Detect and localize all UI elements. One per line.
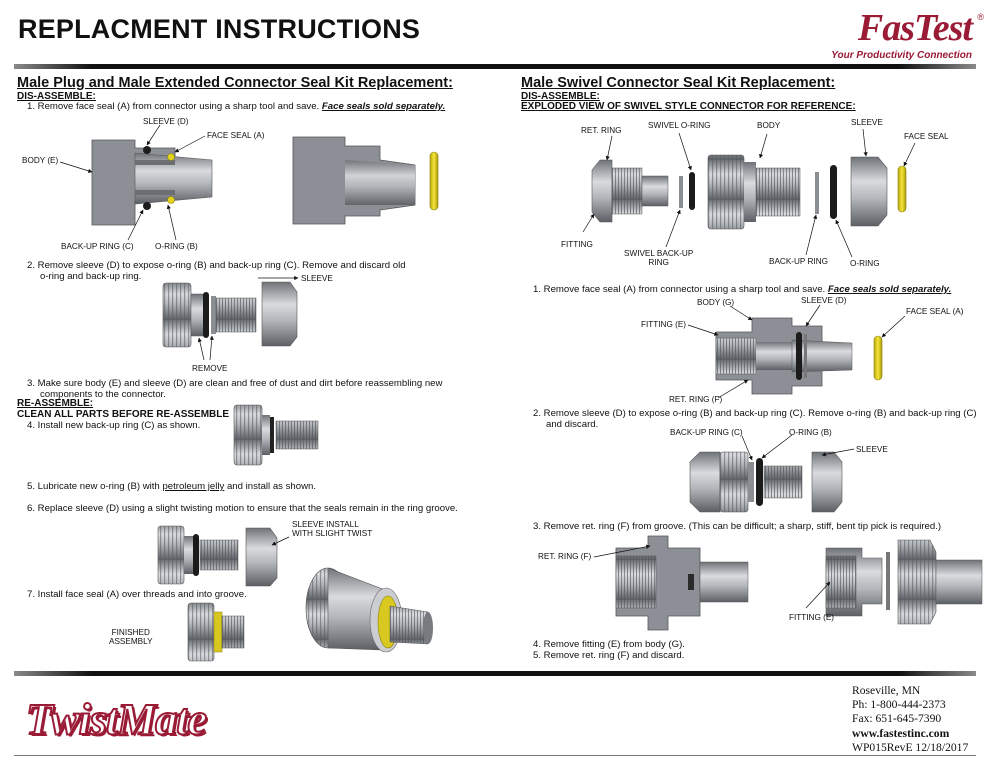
left-step-1-text: 1. Remove face seal (A) from connector u… xyxy=(27,101,322,112)
label-backup-ring-c-right: BACK-UP RING (C) xyxy=(670,428,743,437)
label-sleeve: SLEEVE xyxy=(301,274,333,283)
page-title: REPLACMENT INSTRUCTIONS xyxy=(18,14,421,44)
footer-doc-id: WP015RevE 12/18/2017 xyxy=(852,740,969,754)
label-remove: REMOVE xyxy=(192,364,228,373)
label-sleeve-d: SLEEVE (D) xyxy=(143,117,189,126)
left-step-1: 1. Remove face seal (A) from connector u… xyxy=(27,101,445,112)
footer-bottom-rule xyxy=(14,755,976,756)
right-step-3: 3. Remove ret. ring (F) from groove. (Th… xyxy=(533,521,942,532)
swivel-exploded-view xyxy=(591,154,907,230)
label-body-e: BODY (E) xyxy=(22,156,59,165)
cross-section-body xyxy=(91,139,213,226)
label-swivel-backup-ring: SWIVEL BACK-UP RING xyxy=(624,249,693,268)
fastest-registered-mark: ® xyxy=(977,12,984,22)
left-step-2-line-2: o-ring and back-up ring. xyxy=(40,271,142,283)
left-step-3-line-1: 3. Make sure body (E) and sleeve (D) are… xyxy=(27,378,443,389)
finished-assembly-view xyxy=(187,602,245,662)
label-finished-line-1: FINISHED xyxy=(111,628,150,637)
right-section-heading: Male Swivel Connector Seal Kit Replaceme… xyxy=(521,75,836,91)
label-face-seal: FACE SEAL xyxy=(904,132,949,141)
left-step-3: 3. Make sure body (E) and sleeve (D) are… xyxy=(27,378,442,400)
footer-fax: Fax: 651-645-7390 xyxy=(852,712,942,726)
label-ret-ring: RET. RING xyxy=(581,126,622,135)
label-sleeve-right: SLEEVE xyxy=(856,445,888,454)
label-ret-ring-f-step3: RET. RING (F) xyxy=(538,552,592,561)
left-disassemble-heading: DIS-ASSEMBLE: xyxy=(17,91,96,102)
sleeve-install-view xyxy=(157,525,278,587)
label-swivel-backup-line-1: SWIVEL BACK-UP xyxy=(624,249,694,258)
footer-rule xyxy=(14,671,976,676)
left-reassemble-heading: RE-ASSEMBLE: xyxy=(17,398,94,409)
label-face-seal-a: FACE SEAL (A) xyxy=(207,131,265,140)
fastest-tagline: Your Productivity Connection xyxy=(831,50,972,61)
label-swivel-backup-line-2: RING xyxy=(648,258,669,268)
right-step-1: 1. Remove face seal (A) from connector u… xyxy=(533,284,951,295)
right-exploded-note: EXPLODED VIEW OF SWIVEL STYLE CONNECTOR … xyxy=(521,101,856,112)
left-step-2: 2. Remove sleeve (D) to expose o-ring (B… xyxy=(27,260,406,282)
label-fitting-e-step3: FITTING (E) xyxy=(789,613,835,622)
right-disassemble-heading: DIS-ASSEMBLE: xyxy=(521,91,600,102)
label-fitting: FITTING xyxy=(561,240,593,249)
right-step-2-line-1: 2. Remove sleeve (D) to expose o-ring (B… xyxy=(533,408,977,419)
footer-web[interactable]: www.fastestinc.com xyxy=(852,726,950,740)
label-fitting-e: FITTING (E) xyxy=(641,320,687,329)
left-step-5: 5. Lubricate new o-ring (B) with petrole… xyxy=(27,481,316,492)
finished-assembly-3d-render xyxy=(305,567,433,653)
header-rule xyxy=(14,64,976,69)
swivel-sleeve-removed-view xyxy=(689,451,843,513)
left-step-4: 4. Install new back-up ring (C) as shown… xyxy=(27,420,201,431)
label-sleeve-install-line-1: SLEEVE INSTALL xyxy=(292,520,359,529)
label-backup-ring-c: BACK-UP RING (C) xyxy=(61,242,134,251)
label-oring: O-RING xyxy=(850,259,880,268)
ret-ring-groove-view xyxy=(615,535,749,631)
footer-phone: Ph: 1-800-444-2373 xyxy=(852,698,946,712)
left-step-1-emph: Face seals sold separately. xyxy=(321,101,446,112)
label-sleeve-exploded: SLEEVE xyxy=(851,118,883,127)
label-body: BODY xyxy=(757,121,781,130)
label-sleeve-install: SLEEVE INSTALL WITH SLIGHT TWIST xyxy=(292,520,372,539)
right-step-2-line-2: and discard. xyxy=(546,419,599,431)
left-step-6: 6. Replace sleeve (D) using a slight twi… xyxy=(27,503,458,514)
label-face-seal-a-right: FACE SEAL (A) xyxy=(906,307,964,316)
right-step-4: 4. Remove fitting (E) from body (G). xyxy=(533,639,685,650)
left-step-5-text-a: 5. Lubricate new o-ring (B) with xyxy=(27,481,163,492)
label-finished-line-2: ASSEMBLY xyxy=(109,637,153,647)
swivel-cross-section xyxy=(715,317,883,395)
fastest-logo-wordmark: FasTest xyxy=(857,7,973,49)
right-step-1-emph: Face seals sold separately. xyxy=(827,284,952,295)
left-step-7: 7. Install face seal (A) over threads an… xyxy=(27,589,247,600)
sleeve-removed-view xyxy=(162,281,298,348)
label-finished-assembly: FINISHED ASSEMBLY xyxy=(109,628,153,647)
left-step-3-line-2: components to the connector. xyxy=(40,389,166,401)
right-step-1-text: 1. Remove face seal (A) from connector u… xyxy=(533,284,828,295)
fitting-removed-view xyxy=(825,539,983,625)
left-step-5-link[interactable]: petroleum jelly xyxy=(162,481,225,492)
footer-city: Roseville, MN xyxy=(852,684,921,697)
left-step-5-text-b: and install as shown. xyxy=(224,481,317,492)
right-step-5: 5. Remove ret. ring (F) and discard. xyxy=(533,650,685,661)
left-step-2-line-1: 2. Remove sleeve (D) to expose o-ring (B… xyxy=(27,260,406,271)
label-sleeve-install-line-2: WITH SLIGHT TWIST xyxy=(292,529,373,539)
footer-contact: Roseville, MN Ph: 1-800-444-2373 Fax: 65… xyxy=(852,684,968,755)
right-step-2: 2. Remove sleeve (D) to expose o-ring (B… xyxy=(533,408,977,430)
label-sleeve-d-right: SLEEVE (D) xyxy=(801,296,847,305)
assembled-plug-side-view xyxy=(292,136,439,225)
label-body-g: BODY (G) xyxy=(697,298,735,307)
left-section-heading: Male Plug and Male Extended Connector Se… xyxy=(17,75,453,91)
label-backup-ring: BACK-UP RING xyxy=(769,257,828,266)
label-oring-b-right: O-RING (B) xyxy=(789,428,832,437)
label-swivel-oring: SWIVEL O-RING xyxy=(648,121,711,130)
left-clean-note: CLEAN ALL PARTS BEFORE RE-ASSEMBLE xyxy=(17,409,230,420)
label-ret-ring-f: RET. RING (F) xyxy=(669,395,723,404)
label-oring-b: O-RING (B) xyxy=(155,242,198,251)
backup-ring-installed-view xyxy=(233,404,319,466)
twistmate-logo: TwistMate xyxy=(25,694,208,745)
fastest-logo: FasTest ® Your Productivity Connection xyxy=(814,6,986,64)
